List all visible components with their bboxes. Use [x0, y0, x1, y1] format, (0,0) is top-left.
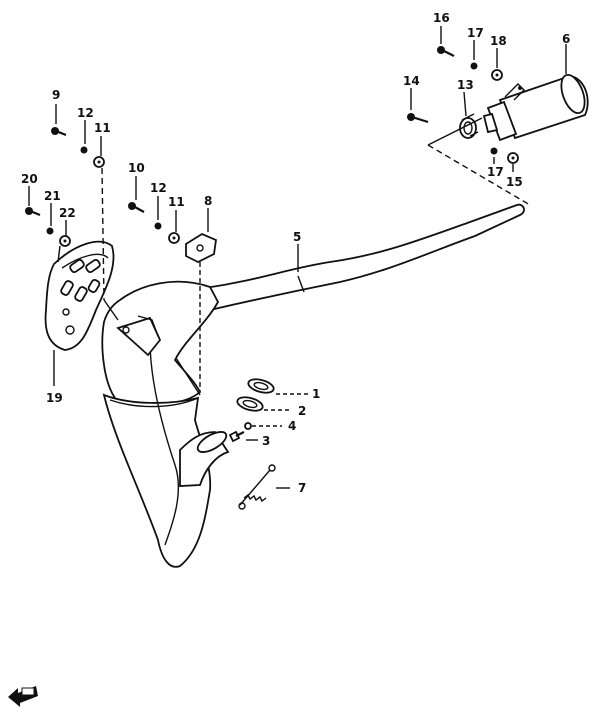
callout-15: 15	[506, 175, 523, 189]
callout-12-b: 12	[150, 181, 167, 195]
callout-12-a: 12	[77, 106, 94, 120]
callout-11-b: 11	[168, 195, 185, 209]
callout-19: 19	[46, 391, 63, 405]
spring	[238, 464, 276, 510]
callout-9: 9	[52, 88, 60, 102]
callout-labels: 1 2 3 4 5 6 7 8 9 10 11 11 12 12 13 14 1…	[21, 11, 570, 495]
callout-1: 1	[312, 387, 320, 401]
callout-14: 14	[403, 74, 420, 88]
callout-17-a: 17	[467, 26, 484, 40]
callout-10: 10	[128, 161, 145, 175]
fasteners	[25, 46, 519, 443]
heat-shield	[44, 240, 115, 351]
callout-6: 6	[562, 32, 570, 46]
callout-20: 20	[21, 172, 38, 186]
callout-5: 5	[293, 230, 301, 244]
exhaust-pipe	[101, 203, 525, 568]
callout-22: 22	[59, 206, 76, 220]
callout-2: 2	[298, 404, 306, 418]
callout-3: 3	[262, 434, 270, 448]
silencer	[482, 73, 589, 142]
clamp	[459, 113, 479, 139]
callout-16: 16	[433, 11, 450, 25]
callout-8: 8	[204, 194, 212, 208]
front-direction-arrow-icon	[8, 686, 38, 707]
mount-bracket	[185, 232, 217, 264]
callout-21: 21	[44, 189, 61, 203]
callout-7: 7	[298, 481, 306, 495]
callout-11-a: 11	[94, 121, 111, 135]
callout-4: 4	[288, 419, 296, 433]
callout-13: 13	[457, 78, 474, 92]
callout-18: 18	[490, 34, 507, 48]
callout-17-b: 17	[487, 165, 504, 179]
leader-lines	[28, 26, 567, 489]
gaskets	[236, 378, 275, 412]
